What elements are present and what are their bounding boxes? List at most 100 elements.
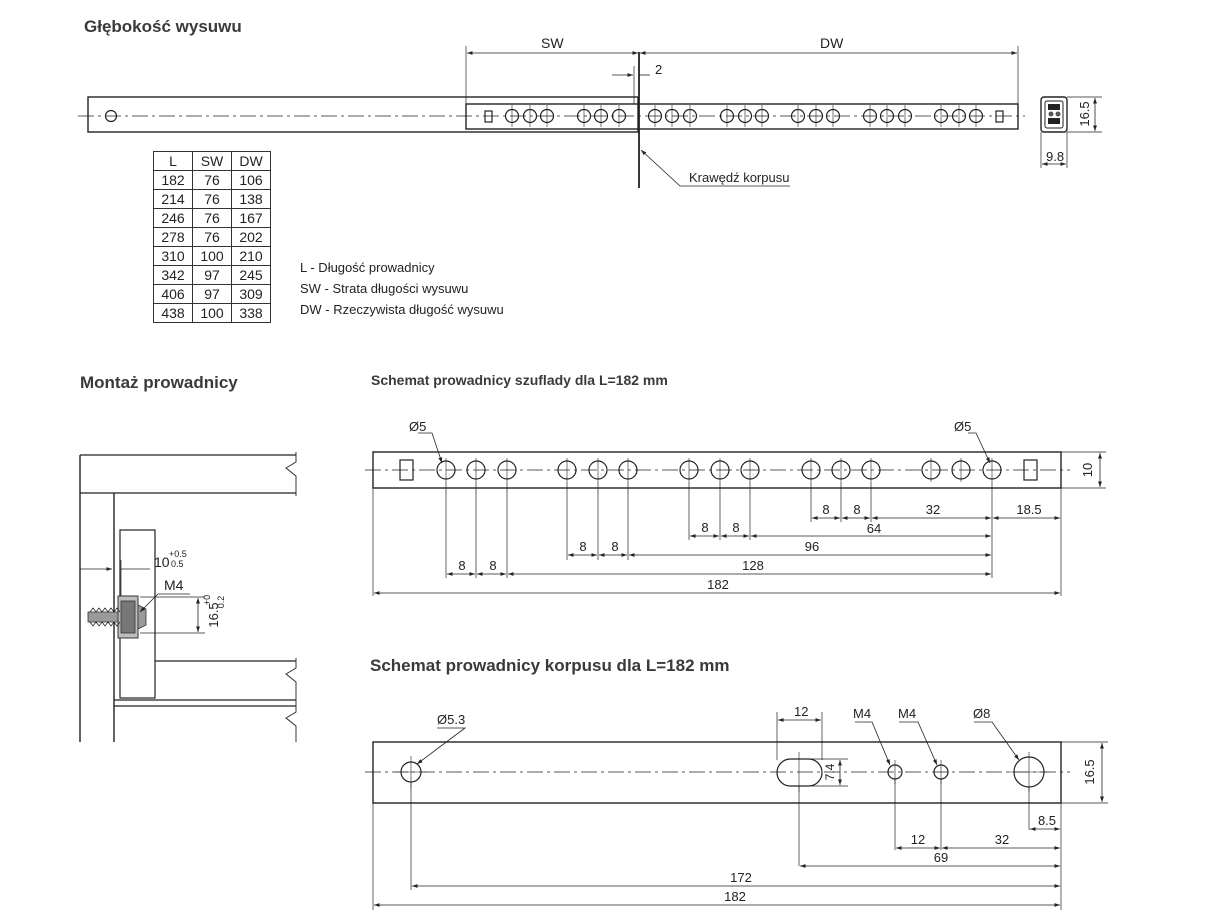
offset-tol-upper: +0.5 — [169, 549, 187, 559]
table-cell: 76 — [192, 208, 232, 228]
gap-label: 2 — [655, 62, 662, 77]
screw-label: M4 — [164, 577, 184, 593]
table-cell: 202 — [231, 227, 271, 247]
slot — [776, 758, 823, 787]
dimension-label: 172 — [730, 870, 752, 885]
cabinet-dimension-labels: 8.5 12 32 69 172 182 — [724, 813, 1056, 904]
sw-label: SW — [541, 35, 564, 51]
mounting-diagram — [79, 452, 297, 742]
rail-tab — [1023, 459, 1038, 481]
dimension-label: 8 — [701, 520, 708, 535]
table-cell: 438 — [153, 303, 193, 323]
table-cell: 97 — [192, 284, 232, 304]
offset-tol-lower: 0.5 — [171, 559, 184, 569]
mount-height-label: 16.5 — [206, 602, 221, 627]
table-cell: 406 — [153, 284, 193, 304]
dimension-label: 8 — [732, 520, 739, 535]
table-cell: 76 — [192, 170, 232, 190]
dimension-label: 69 — [934, 850, 948, 865]
cabinet-rail-height-label: 16.5 — [1082, 759, 1097, 784]
table-cell: 182 — [153, 170, 193, 190]
drawer-rail-drawing — [365, 432, 1106, 596]
dimension-label: 96 — [805, 539, 819, 554]
table-cell: 245 — [231, 265, 271, 285]
dimension-label: 182 — [707, 577, 729, 592]
dimension-label: 8 — [611, 539, 618, 554]
table-header-row: L SW DW — [153, 151, 271, 171]
table-cell: 210 — [231, 246, 271, 266]
legend-sw: SW - Strata długości wysuwu — [300, 281, 469, 296]
table-cell: 342 — [153, 265, 193, 285]
table-cell: 309 — [231, 284, 271, 304]
table-cell: 246 — [153, 208, 193, 228]
table-cell: 106 — [231, 170, 271, 190]
table-cell: 214 — [153, 189, 193, 209]
table-cell: 100 — [192, 303, 232, 323]
dimension-label: 8.5 — [1038, 813, 1056, 828]
rail-tab — [484, 110, 493, 123]
dw-label: DW — [820, 35, 844, 51]
table-cell: 167 — [231, 208, 271, 228]
dimension-label: 8 — [489, 558, 496, 573]
cabinet-edge-label: Krawędź korpusu — [689, 170, 789, 185]
slot-height-label: 7.4 — [823, 763, 837, 780]
slot-width-label: 12 — [794, 704, 808, 719]
cabinet-rail-scheme-heading: Schemat prowadnicy korpusu dla L=182 mm — [370, 656, 730, 675]
dimension-label: 8 — [822, 502, 829, 517]
m4-left-label: M4 — [853, 706, 871, 721]
column-header: DW — [231, 151, 271, 171]
inner-rail — [465, 103, 1019, 130]
dimension-label: 8 — [579, 539, 586, 554]
drawer-rail-holes — [436, 458, 1002, 482]
legend-l: L - Długość prowadnicy — [300, 260, 435, 275]
drawer-hole-label-right: Ø5 — [954, 419, 971, 434]
dimension-label: 8 — [853, 502, 860, 517]
dimension-label: 18.5 — [1016, 502, 1041, 517]
dimension-label: 32 — [995, 832, 1009, 847]
drawer-dimension-labels: 8 8 8 8 8 8 8 8 32 18.5 64 96 128 182 — [458, 502, 1041, 592]
cabinet-hole-label-53: Ø5.3 — [437, 712, 465, 727]
legend-dw: DW - Rzeczywista długość wysuwu — [300, 302, 504, 317]
table-cell: 76 — [192, 189, 232, 209]
hole-d8-label: Ø8 — [973, 706, 990, 721]
cabinet-rail-body — [372, 741, 1062, 804]
drawer-hole-label-left: Ø5 — [409, 419, 426, 434]
cabinet-rail-drawing — [365, 712, 1108, 910]
mount-height-tol-upper: +0 — [202, 595, 212, 605]
inner-rail-holes — [504, 105, 984, 127]
profile-width-label: 9.8 — [1046, 149, 1064, 164]
drawer-rail-height-label: 10 — [1080, 463, 1095, 477]
table-cell: 76 — [192, 227, 232, 247]
table-cell: 97 — [192, 265, 232, 285]
m4-right-label: M4 — [898, 706, 916, 721]
column-header: SW — [192, 151, 232, 171]
dimension-label: 64 — [867, 521, 881, 536]
profile-height-label: 16.5 — [1077, 101, 1092, 126]
mounting-heading: Montaż prowadnicy — [80, 373, 238, 392]
m4-leader — [139, 593, 190, 613]
offset-label: 10 — [154, 554, 170, 570]
dimension-label: 182 — [724, 889, 746, 904]
dimension-label: 128 — [742, 558, 764, 573]
extension-depth-heading: Głębokość wysuwu — [84, 17, 242, 36]
table-cell: 338 — [231, 303, 271, 323]
dimension-label: 8 — [458, 558, 465, 573]
hole-leader-right — [968, 432, 991, 464]
dimension-label: 32 — [926, 502, 940, 517]
rail-tab — [399, 459, 414, 481]
dimension-label: 12 — [911, 832, 925, 847]
mount-height-tol-lower: 0.2 — [216, 596, 226, 609]
table-cell: 278 — [153, 227, 193, 247]
column-header: L — [153, 151, 193, 171]
cabinet-edge-leader — [640, 149, 790, 187]
rail-tab — [995, 110, 1004, 123]
